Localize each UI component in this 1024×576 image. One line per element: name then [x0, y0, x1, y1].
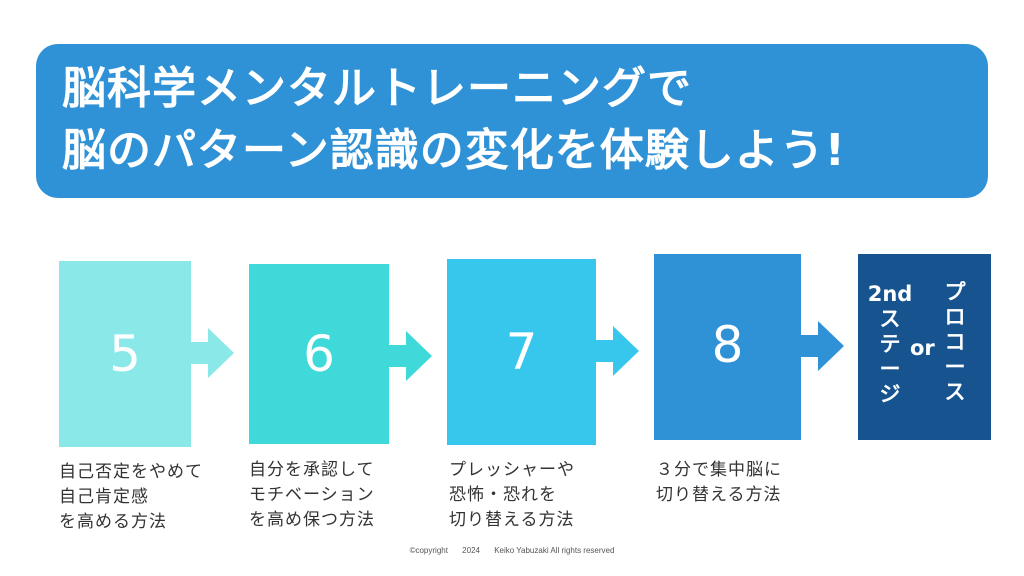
step-number: 5 [109, 325, 141, 383]
title-line-1: 脳科学メンタルトレーニングで [62, 63, 692, 114]
step-caption-5: 自己否定をやめて 自己肯定感 を高める方法 [59, 462, 203, 532]
pro-course-label: プ ロ コ ー ス [944, 280, 966, 404]
or-connector: or [910, 336, 935, 360]
step-caption-7: プレッシャーや 恐怖・恐れを 切り替える方法 [449, 460, 575, 530]
step-number: 8 [711, 316, 744, 374]
step-box-5: 5 [59, 261, 191, 447]
title-line-2: 脳のパターン認識の変化を体験しよう! [62, 125, 846, 176]
step-caption-6: 自分を承認して モチベーション を高め保つ方法 [249, 460, 375, 530]
step-box-6: 6 [249, 264, 389, 444]
step-caption-8: ３分で集中脳に 切り替える方法 [656, 460, 782, 505]
step-number: 6 [303, 325, 335, 383]
title-banner: 脳科学メンタルトレーニングで 脳のパターン認識の変化を体験しよう! [36, 44, 988, 198]
step-number: 7 [505, 323, 538, 381]
final-step-box: 2nd ス テ ー ジ or プ ロ コ ー ス [858, 254, 991, 440]
second-stage-label: 2nd ス テ ー ジ [867, 282, 913, 406]
copyright-footer: ©copyright 2024 Keiko Yabuzaki All right… [409, 546, 615, 555]
step-box-8: 8 [654, 254, 801, 440]
step-box-7: 7 [447, 259, 596, 445]
